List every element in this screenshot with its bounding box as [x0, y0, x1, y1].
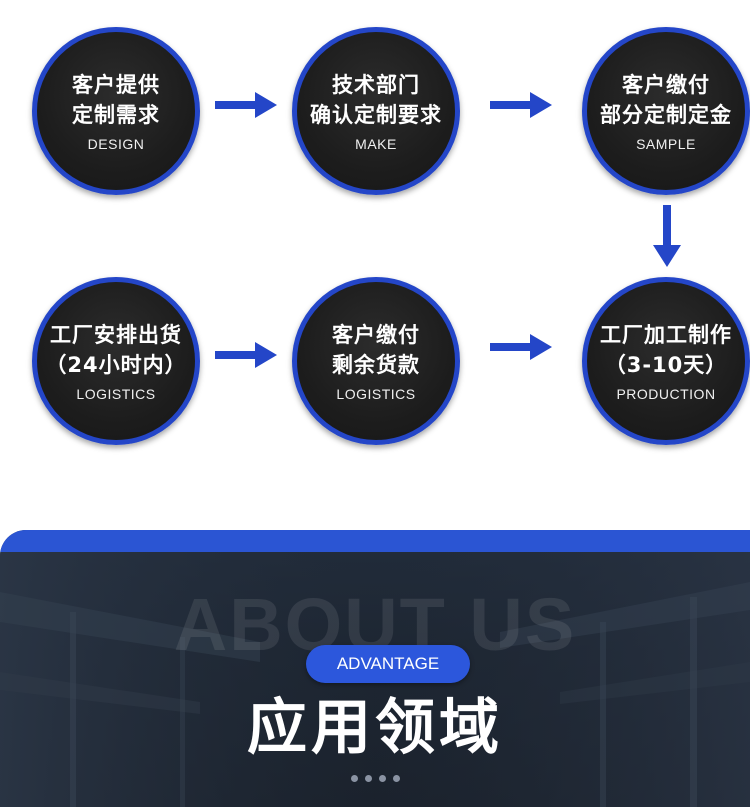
- step-title-line2: （3-10天）: [604, 352, 728, 377]
- step-english-label: MAKE: [355, 135, 397, 152]
- arrow-right-icon: [215, 342, 277, 368]
- step-title-line2: 定制需求: [72, 102, 160, 127]
- advantage-badge: ADVANTAGE: [306, 645, 470, 683]
- step-title-line2: 确认定制要求: [310, 102, 442, 127]
- pagination-dot: [392, 775, 400, 782]
- step-title-line1: 工厂加工制作: [600, 322, 732, 347]
- advantage-section: ABOUT US ADVANTAGE 应用领域: [0, 530, 750, 807]
- pagination-dots: [0, 775, 750, 782]
- pagination-dot: [378, 775, 386, 782]
- arrow-down-icon: [653, 205, 681, 267]
- section-accent-bar: [0, 530, 750, 552]
- step-english-label: PRODUCTION: [616, 385, 716, 402]
- arrow-right-icon: [490, 92, 552, 118]
- step-title-line1: 工厂安排出货: [50, 322, 182, 347]
- step-title-line1: 技术部门: [332, 72, 420, 97]
- pagination-dot: [364, 775, 372, 782]
- step-title-line2: （24小时内）: [45, 352, 187, 377]
- step-logistics-shipping: 工厂安排出货 （24小时内） LOGISTICS: [32, 277, 200, 445]
- arrow-right-icon: [490, 334, 552, 360]
- arrow-right-icon: [215, 92, 277, 118]
- step-logistics-payment: 客户缴付 剩余货款 LOGISTICS: [292, 277, 460, 445]
- step-english-label: SAMPLE: [636, 135, 696, 152]
- pagination-dot: [350, 775, 358, 782]
- step-english-label: DESIGN: [87, 135, 145, 152]
- process-flow: 客户提供 定制需求 DESIGN 技术部门 确认定制要求 MAKE 客户缴付 部…: [32, 27, 750, 445]
- step-production: 工厂加工制作 （3-10天） PRODUCTION: [582, 277, 750, 445]
- step-make: 技术部门 确认定制要求 MAKE: [292, 27, 460, 195]
- warehouse-background: [0, 552, 750, 807]
- step-title-line2: 部分定制定金: [600, 102, 732, 127]
- warehouse-background-art: [0, 552, 750, 807]
- section-title: 应用领域: [247, 693, 503, 763]
- step-english-label: LOGISTICS: [76, 385, 156, 402]
- step-english-label: LOGISTICS: [336, 385, 416, 402]
- step-title-line2: 剩余货款: [332, 352, 420, 377]
- step-sample: 客户缴付 部分定制定金 SAMPLE: [582, 27, 750, 195]
- step-title-line1: 客户提供: [72, 72, 160, 97]
- step-title-line1: 客户缴付: [622, 72, 710, 97]
- step-design: 客户提供 定制需求 DESIGN: [32, 27, 200, 195]
- step-title-line1: 客户缴付: [332, 322, 420, 347]
